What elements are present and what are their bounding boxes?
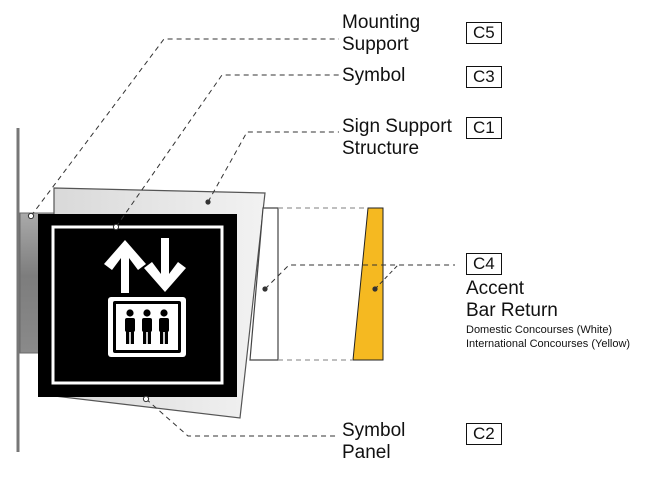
sign-support-label-line2: Structure (342, 138, 420, 159)
code-c5: C5 (466, 22, 502, 44)
symbol-panel-border (51, 225, 224, 385)
leader-dots (27, 199, 378, 403)
elevator-people-icon (108, 297, 186, 357)
up-arrow-icon (104, 240, 146, 293)
accent-bar-note-line1: Domestic Concourses (White) (466, 324, 613, 336)
sign-support-label-line1: Sign Support (342, 116, 452, 137)
down-arrow-icon (144, 238, 186, 292)
accent-bar-note-line2: International Concourses (Yellow) (466, 338, 631, 350)
accent-bar-return (352, 207, 384, 361)
accent-bar-return-label: Accent Bar Return (466, 278, 558, 322)
symbol-panel-label: Symbol Panel (342, 420, 405, 464)
accent-bar-label-line2: Bar Return (466, 300, 558, 321)
leader-symbol (115, 74, 339, 228)
sign-support-structure-label: Sign Support Structure (342, 116, 452, 160)
accent-bar-return-note: Domestic Concourses (White) Internationa… (466, 323, 630, 351)
leader-accent-bar-yellow (374, 264, 399, 290)
mounting-support-label-line1: Mounting (342, 12, 421, 33)
leader-symbol-panel (145, 398, 339, 437)
code-c4: C4 (466, 253, 502, 275)
code-c3: C3 (466, 66, 502, 88)
symbol-label: Symbol (342, 65, 406, 86)
symbol-panel-label-line1: Symbol (342, 420, 406, 441)
mounting-support-label-line2: Support (342, 34, 409, 55)
code-c1: C1 (466, 117, 502, 139)
leader-accent-bar (264, 264, 455, 290)
accent-bar-label-line1: Accent (466, 278, 525, 299)
code-c2: C2 (466, 423, 502, 445)
mounting-support-label: Mounting Support (342, 12, 420, 56)
symbol-panel-label-line2: Panel (342, 442, 391, 463)
leader-mounting-support (30, 38, 339, 217)
leader-sign-support (207, 131, 339, 203)
